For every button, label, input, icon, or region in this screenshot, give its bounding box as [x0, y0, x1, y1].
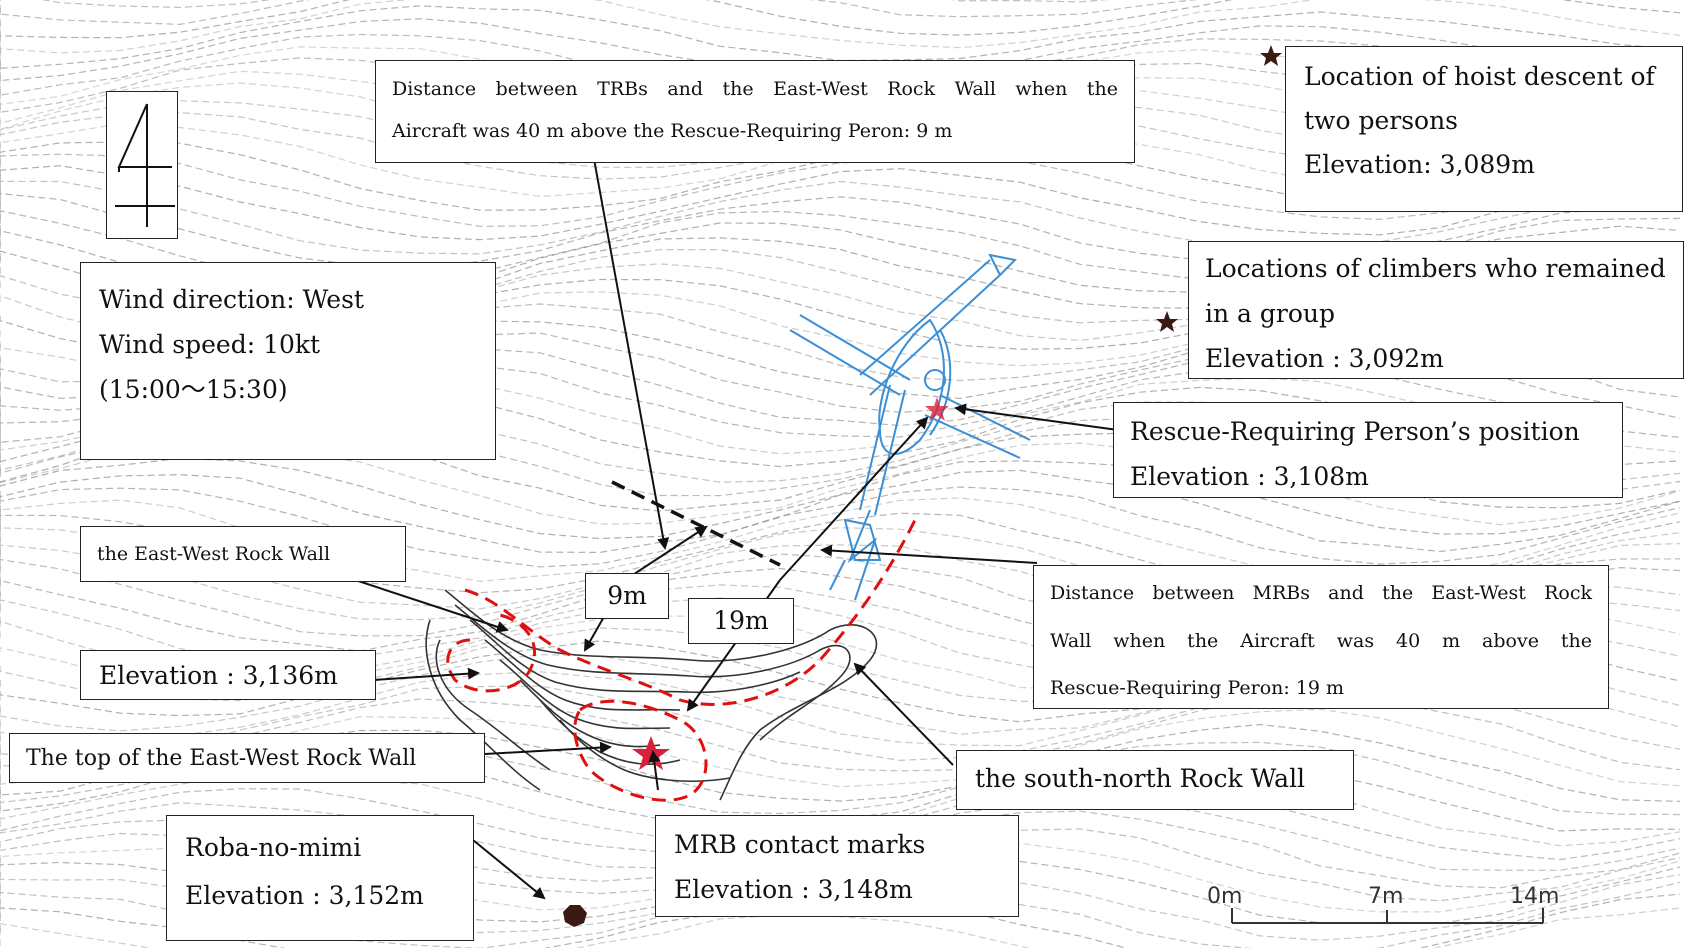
east-west-wall-label: the East-West Rock Wall	[80, 526, 406, 582]
contour-line	[0, 153, 1681, 227]
mrb-distance-line3: Rescue-Requiring Peron: 19 m	[1050, 677, 1345, 699]
contour-line	[0, 0, 1681, 39]
climbers-group-star-icon	[1156, 311, 1178, 332]
mrb-contact-name: MRB contact marks	[674, 830, 926, 859]
wind-legend-box: Wind direction: West Wind speed: 10kt (1…	[80, 262, 496, 460]
trb-distance-line1: Distance between TRBs and the East-West …	[392, 78, 1118, 100]
hoist-descent-line2: two persons	[1304, 105, 1459, 135]
wind-direction-text: Wind direction: West	[99, 285, 364, 314]
climbers-group-callout: Locations of climbers who remained in a …	[1188, 241, 1684, 379]
trb-distance-value: 9m	[585, 573, 669, 619]
roba-no-mimi-callout: Roba-no-mimi Elevation : 3,152m	[166, 815, 474, 941]
climbers-group-line2: in a group	[1205, 299, 1336, 328]
contour-line	[0, 670, 1681, 747]
north-arrow-icon	[115, 103, 175, 227]
scale-tick-14: 14m	[1510, 884, 1560, 909]
trb-distance-line2: Aircraft was 40 m above the Rescue-Requi…	[392, 119, 953, 142]
aircraft-silhouette	[789, 253, 1031, 601]
rock-wall-reference-line	[611, 480, 781, 567]
east-west-wall-text: the East-West Rock Wall	[97, 543, 331, 565]
contour-line	[0, 180, 1681, 255]
south-north-wall-label: the south-north Rock Wall	[956, 750, 1354, 810]
scale-tick-0: 0m	[1207, 884, 1243, 909]
hoist-descent-star-icon	[1260, 45, 1282, 66]
contour-line	[0, 165, 1681, 241]
mrb-distance-line1: Distance between MRBs and the East-West …	[1050, 582, 1592, 604]
contour-line	[0, 799, 1681, 871]
contour-line	[0, 237, 1681, 312]
contour-line	[0, 210, 1681, 284]
contour-line	[0, 782, 1681, 861]
roba-no-mimi-elevation: Elevation : 3,152m	[185, 880, 424, 910]
mrb-distance-callout: Distance between MRBs and the East-West …	[1033, 565, 1609, 709]
mrb-contact-star-icon	[632, 736, 670, 770]
north-arrow-box	[106, 91, 178, 239]
top-of-wall-text: The top of the East-West Rock Wall	[26, 746, 417, 771]
contour-line	[0, 0, 1681, 54]
contour-line	[0, 373, 1681, 455]
mrb-contact-elevation: Elevation : 3,148m	[674, 875, 913, 904]
wind-speed-text: Wind speed: 10kt	[99, 330, 321, 359]
contour-line	[0, 566, 1681, 652]
contour-line	[0, 192, 1681, 270]
mrb-contact-callout: MRB contact marks Elevation : 3,148m	[655, 815, 1019, 917]
hoist-descent-callout: Location of hoist descent of two persons…	[1285, 46, 1683, 212]
contour-line	[0, 469, 1681, 554]
contour-line	[0, 457, 1681, 540]
contour-line	[0, 651, 1681, 735]
elevation-3136-label: Elevation : 3,136m	[80, 650, 376, 700]
climbers-group-elevation: Elevation : 3,092m	[1205, 344, 1444, 373]
south-north-wall-text: the south-north Rock Wall	[975, 764, 1306, 793]
rescue-person-line1: Rescue-Requiring Person’s position	[1130, 417, 1580, 446]
rescue-person-star-icon	[925, 397, 949, 421]
scale-tick-7: 7m	[1368, 884, 1404, 909]
rescue-person-elevation: Elevation : 3,108m	[1130, 462, 1369, 491]
contour-line	[0, 486, 1681, 568]
top-of-wall-label: The top of the East-West Rock Wall	[9, 733, 485, 783]
climbers-group-line1: Locations of climbers who remained	[1205, 254, 1666, 283]
scale-bar	[1231, 908, 1544, 924]
contour-line	[0, 5, 1681, 69]
time-range-text: (15:00〜15:30)	[99, 375, 288, 404]
elevation-3136-text: Elevation : 3,136m	[99, 661, 338, 690]
rock-wall-contours	[425, 589, 878, 801]
hoist-descent-line1: Location of hoist descent of	[1304, 62, 1655, 91]
contour-line	[41, 0, 1109, 9]
mrb-distance-line2: Wall when the Aircraft was 40 m above th…	[1050, 629, 1592, 652]
trb-distance-callout: Distance between TRBs and the East-West …	[375, 60, 1135, 163]
rescue-person-callout: Rescue-Requiring Person’s position Eleva…	[1113, 402, 1623, 498]
roba-no-mimi-name: Roba-no-mimi	[185, 833, 362, 862]
hoist-descent-elevation: Elevation: 3,089m	[1304, 149, 1535, 179]
mrb-distance-value: 19m	[688, 598, 794, 644]
roba-no-mimi-marker-icon	[563, 905, 587, 927]
